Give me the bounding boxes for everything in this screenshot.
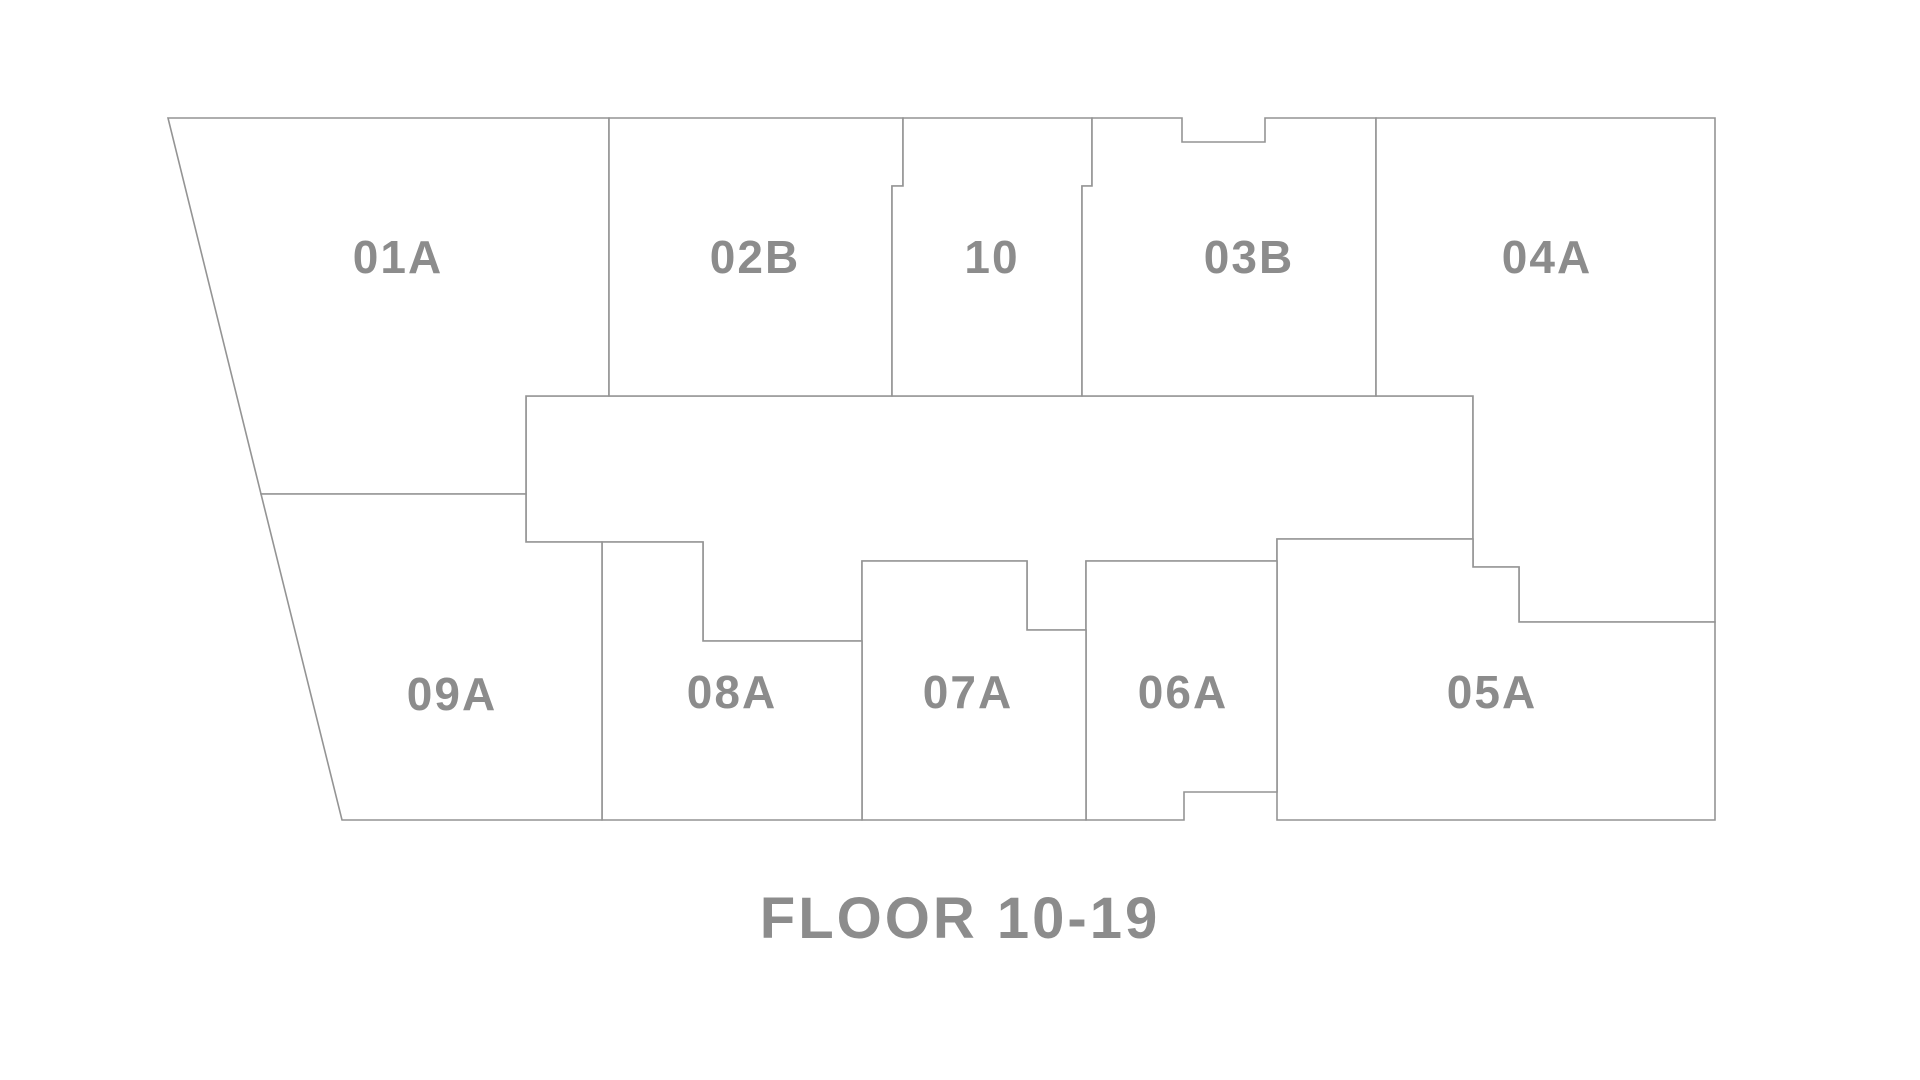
unit-10-label: 10 [964, 231, 1019, 283]
floor-title: FLOOR 10-19 [759, 886, 1161, 951]
unit-02b-label: 02B [710, 231, 800, 283]
unit-05a-label: 05A [1447, 666, 1537, 718]
unit-03b-label: 03B [1204, 231, 1294, 283]
unit-05a-region[interactable] [1276, 538, 1716, 821]
unit-08a-label: 08A [687, 666, 777, 718]
unit-01a-label: 01A [353, 231, 443, 283]
unit-09a-region[interactable] [259, 493, 603, 821]
unit-09a-label: 09A [407, 668, 497, 720]
unit-04a-label: 04A [1502, 231, 1592, 283]
unit-06a-label: 06A [1138, 666, 1228, 718]
unit-07a-label: 07A [923, 666, 1013, 718]
